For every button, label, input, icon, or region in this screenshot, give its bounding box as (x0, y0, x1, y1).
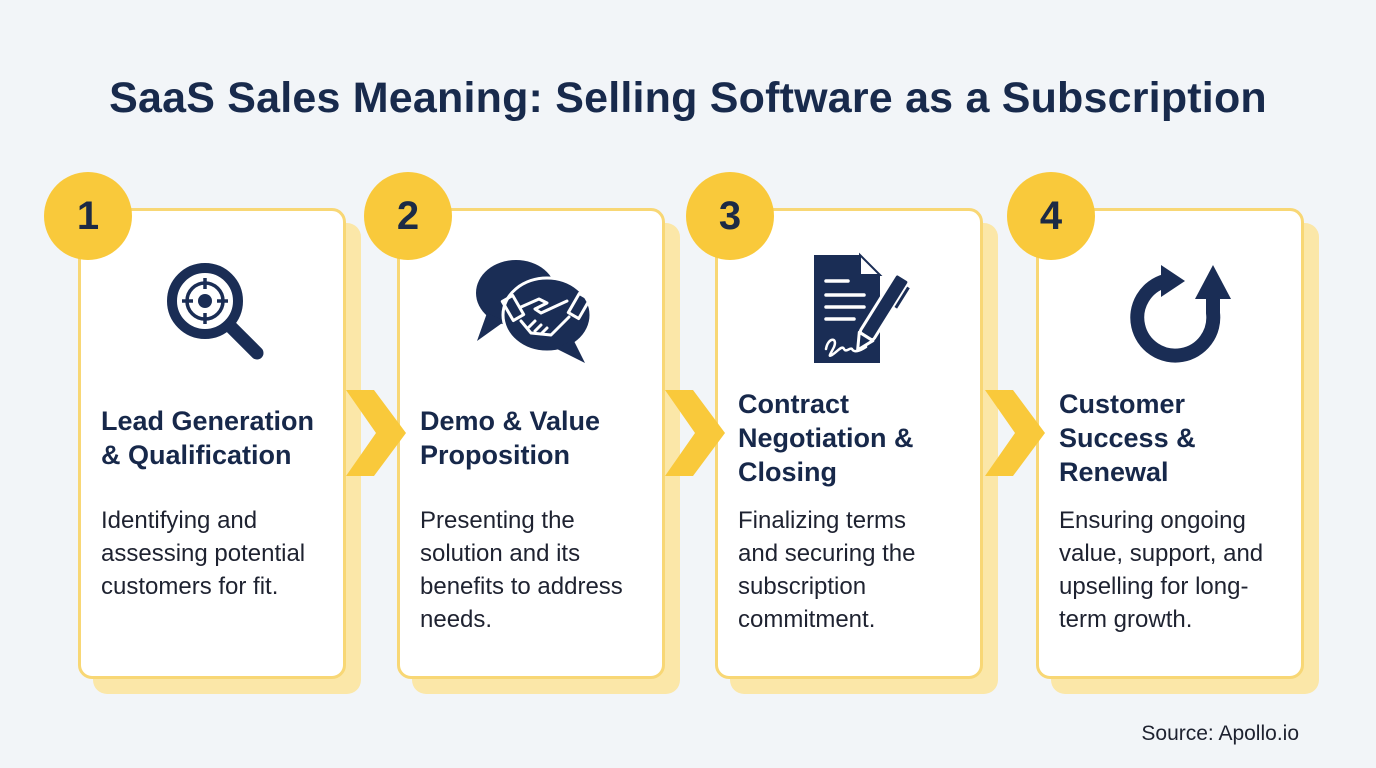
step-1: Lead Generation & Qualification Identify… (44, 172, 361, 694)
renewal-arrow-icon (1039, 251, 1307, 371)
chevron-right-icon (663, 386, 727, 480)
step-description: Finalizing terms and securing the subscr… (738, 507, 916, 633)
step-card: Lead Generation & Qualification Identify… (78, 208, 346, 679)
contract-signature-icon (718, 251, 986, 371)
step-heading: Demo & Value Proposition (420, 406, 601, 470)
step-card: Customer Success & Renewal Ensuring ongo… (1036, 208, 1304, 679)
chevron-right-icon (983, 386, 1047, 480)
step-description: Identifying and assessing potential cust… (101, 507, 306, 600)
handshake-chat-icon (400, 251, 668, 371)
step-heading: Lead Generation & Qualification (101, 406, 315, 470)
page-title: SaaS Sales Meaning: Selling Software as … (109, 74, 1267, 122)
step-card: Demo & Value Proposition Presenting the … (397, 208, 665, 679)
step-description: Presenting the solution and its benefits… (420, 507, 623, 633)
step-heading: Customer Success & Renewal (1059, 389, 1196, 487)
step-description: Ensuring ongoing value, support, and ups… (1059, 507, 1264, 633)
magnifier-target-icon (81, 251, 349, 371)
step-number-badge: 3 (686, 172, 774, 260)
step-3: Contract Negotiation & Closing Finalizin… (686, 172, 998, 694)
step-4: Customer Success & Renewal Ensuring ongo… (1007, 172, 1319, 694)
step-number-badge: 2 (364, 172, 452, 260)
step-2: Demo & Value Proposition Presenting the … (364, 172, 680, 694)
step-number-badge: 4 (1007, 172, 1095, 260)
step-number-badge: 1 (44, 172, 132, 260)
chevron-right-icon (344, 386, 408, 480)
step-heading: Contract Negotiation & Closing (738, 389, 914, 487)
source-caption: Source: Apollo.io (1141, 722, 1299, 745)
step-card: Contract Negotiation & Closing Finalizin… (715, 208, 983, 679)
